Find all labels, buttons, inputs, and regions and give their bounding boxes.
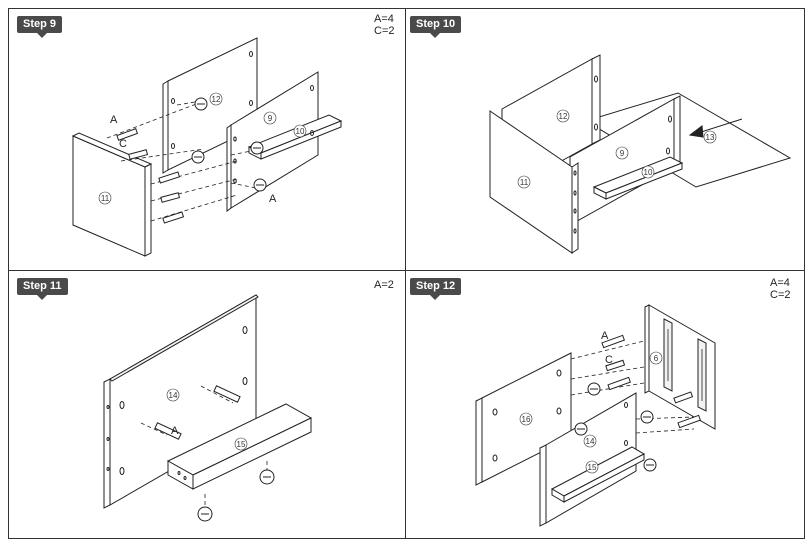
step-9-qty-a: A=4 [374, 13, 394, 25]
callout-c: C [605, 354, 613, 366]
cam-bolt-a-3 [162, 211, 185, 224]
cam-bolt-a-2 [607, 376, 632, 391]
cam-bolt-a-1 [601, 334, 626, 349]
callout-a-left: A [110, 114, 118, 126]
part-9-label: 9 [268, 114, 273, 123]
step-11-tag: Step 11 [17, 278, 68, 300]
dowel-c-2 [673, 391, 694, 404]
step-10-tag: Step 10 [410, 16, 462, 38]
part-15-label: 15 [237, 440, 246, 449]
step-12-qty-a: A=4 [770, 277, 790, 289]
step-9-panel: Step 9 A=4 C=2 [9, 9, 405, 270]
step-9-diagram: A C A 11 12 9 10 [71, 37, 343, 257]
part-12-label: 12 [559, 112, 568, 121]
step-11-panel: Step 11 A=2 [9, 271, 405, 538]
dowel-c-1 [605, 359, 626, 372]
callout-a-right: A [269, 193, 277, 205]
part-9-label: 9 [620, 149, 625, 158]
part-16-label: 16 [522, 415, 531, 424]
dowel-c-1 [128, 149, 149, 160]
part-15-label: 15 [588, 463, 597, 472]
cam-bolt-a-1 [213, 385, 241, 403]
part-10-label: 10 [644, 168, 653, 177]
part-13-label: 13 [706, 133, 715, 142]
step-10-diagram: 11 12 9 10 13 [489, 54, 792, 254]
step-12-tag: Step 12 [410, 278, 462, 300]
part-13-backpanel [584, 92, 792, 188]
cam-bolt-a-3 [677, 414, 702, 429]
cam-bolt-a-2 [154, 422, 182, 440]
dowel-c-2 [160, 192, 181, 203]
step-11-diagram: A 14 15 [103, 294, 313, 522]
step-12-qty-c: C=2 [770, 289, 791, 301]
part-10-label: 10 [296, 127, 305, 136]
part-11-label: 11 [520, 178, 529, 187]
step-12-panel: Step 12 A=4 C=2 [406, 271, 804, 538]
cam-bolt-a-2 [158, 171, 181, 184]
step-9-tag: Step 9 [17, 16, 63, 38]
step-11-qty-a: A=2 [374, 279, 394, 291]
callout-c-left: C [119, 138, 127, 150]
step-9-qty-c: C=2 [374, 25, 395, 37]
callout-a: A [601, 330, 609, 342]
insert-direction-arrow [688, 118, 743, 138]
part-14-label: 14 [586, 437, 595, 446]
callout-a: A [171, 425, 179, 437]
cam-bolt-a-1 [116, 128, 139, 141]
step-12-diagram: A C 6 16 14 15 [475, 304, 716, 527]
step-10-panel: Step 10 [406, 9, 804, 270]
part-11-label: 11 [101, 194, 110, 203]
part-14-label: 14 [169, 391, 178, 400]
part-6-label: 6 [654, 354, 659, 363]
part-12-label: 12 [212, 95, 221, 104]
